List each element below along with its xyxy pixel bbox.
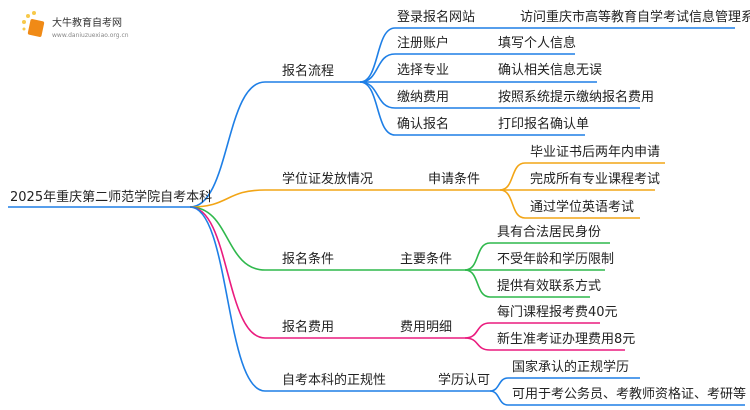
logo-url: www.daniuzuexiao.org.cn — [52, 32, 129, 39]
leaf-node: 每门课程报考费40元 — [497, 305, 618, 320]
step-detail: 打印报名确认单 — [498, 117, 590, 132]
leaf-node: 毕业证书后两年内申请 — [530, 145, 661, 160]
leaf-node: 可用于考公务员、考教师资格证、考研等 — [512, 387, 747, 402]
leaf-node: 提供有效联系方式 — [497, 279, 602, 294]
step-node: 缴纳费用 — [397, 90, 450, 105]
branch-fees: 报名费用 — [282, 320, 335, 335]
sub-node: 主要条件 — [400, 252, 453, 267]
step-node: 注册账户 — [397, 36, 450, 51]
branch-degree: 学位证发放情况 — [282, 172, 374, 187]
root-node: 2025年重庆第二师范学院自考本科 — [10, 190, 213, 205]
branch-signup-process: 报名流程 — [282, 64, 335, 79]
leaf-node: 国家承认的正规学历 — [512, 360, 630, 375]
sub-node: 申请条件 — [428, 172, 481, 187]
leaf-node: 完成所有专业课程考试 — [530, 172, 661, 187]
leaf-node: 通过学位英语考试 — [530, 200, 635, 215]
step-node: 确认报名 — [397, 117, 450, 132]
step-detail: 按照系统提示缴纳报名费用 — [498, 90, 655, 105]
logo-title: 大牛教育自考网 — [52, 18, 122, 29]
book-icon — [22, 11, 45, 37]
sub-node: 学历认可 — [438, 373, 491, 388]
leaf-node: 具有合法居民身份 — [497, 225, 602, 240]
leaf-node: 新生准考证办理费用8元 — [497, 332, 636, 347]
step-detail: 确认相关信息无误 — [498, 63, 603, 78]
branch-requirements: 报名条件 — [282, 252, 335, 267]
branch-legitimacy: 自考本科的正规性 — [282, 373, 387, 388]
step-node: 选择专业 — [397, 63, 450, 78]
sub-node: 费用明细 — [400, 320, 453, 335]
logo — [20, 10, 50, 44]
step-detail: 访问重庆市高等教育自学考试信息管理系统 — [520, 10, 750, 25]
step-detail: 填写个人信息 — [498, 36, 577, 51]
step-node: 登录报名网站 — [397, 10, 476, 25]
leaf-node: 不受年龄和学历限制 — [497, 252, 615, 267]
